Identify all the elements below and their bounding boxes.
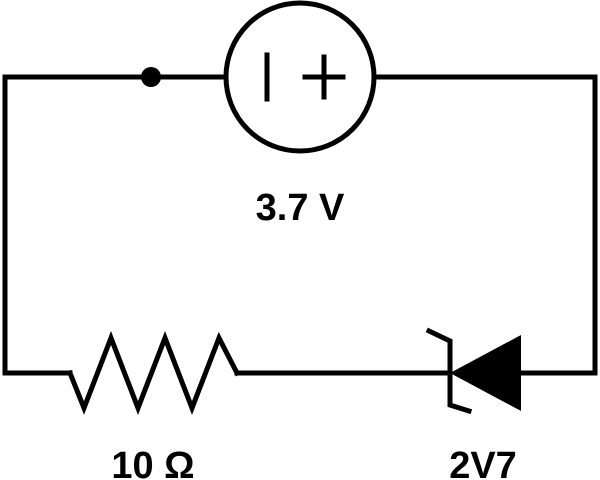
zener-triangle: [450, 335, 521, 411]
zener-part-label: 2V7: [449, 445, 517, 480]
battery-voltage-label: 3.7 V: [256, 187, 345, 229]
resistor-value-label: 10 Ω: [111, 445, 194, 480]
battery-symbol: [223, 0, 377, 154]
resistor-zigzag-icon: [66, 331, 241, 415]
wire-left-top: [2, 74, 229, 376]
junction-dot: [141, 67, 161, 87]
wires: [2, 74, 598, 376]
battery-cell-icon: [223, 0, 377, 154]
zener-diode-icon: [425, 327, 521, 415]
zener-cathode-bar: [425, 327, 473, 415]
wire-right-top: [371, 74, 598, 376]
